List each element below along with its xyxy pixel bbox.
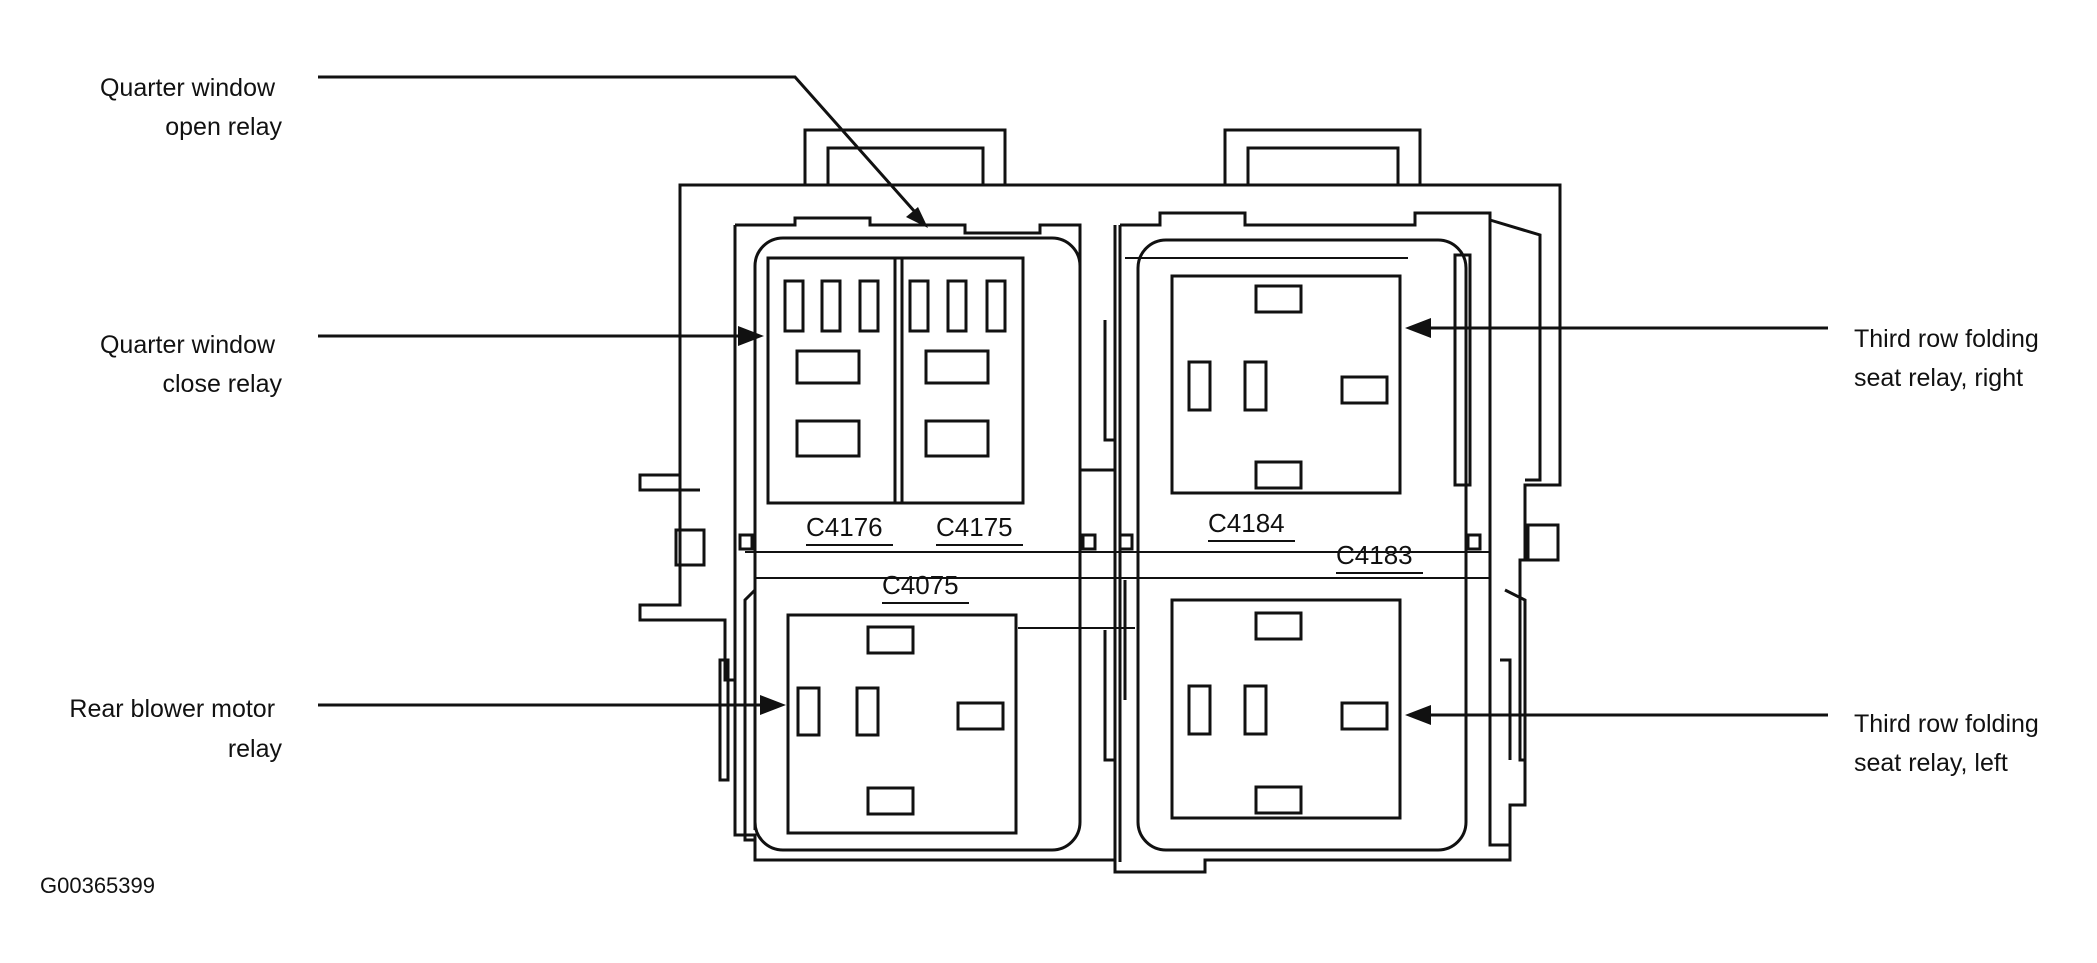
third-row-seat-relay-left — [1170, 598, 1402, 820]
callout-labels: Quarter window open relay Quarter window… — [69, 74, 2046, 777]
connector-c4075-label: C4075 — [882, 570, 959, 600]
figure-id: G00365399 — [40, 873, 155, 898]
connector-c4175-label: C4175 — [936, 512, 1013, 542]
connector-c4184-label: C4184 — [1208, 508, 1285, 538]
third-row-seat-relay-right — [1170, 274, 1402, 495]
rear-blower-motor-relay — [786, 613, 1018, 835]
callout-quarter-window-close-relay: Quarter window close relay — [100, 331, 283, 398]
connector-c4176-label: C4176 — [806, 512, 883, 542]
connector-labels: C4176 C4175 C4075 C4184 C4183 — [806, 508, 1423, 604]
callout-quarter-window-open-relay: Quarter window open relay — [100, 74, 283, 141]
relay-module-outlines — [753, 236, 1472, 852]
connector-c4183-label: C4183 — [1336, 540, 1413, 570]
callout-third-row-folding-seat-relay-right: Third row folding seat relay, right — [1854, 325, 2046, 392]
leader-lines — [318, 75, 1828, 725]
quarter-window-relays — [766, 256, 1025, 505]
callout-third-row-folding-seat-relay-left: Third row folding seat relay, left — [1854, 710, 2046, 777]
callout-rear-blower-motor-relay: Rear blower motor relay — [69, 695, 282, 763]
relay-box-housing — [638, 128, 1562, 874]
